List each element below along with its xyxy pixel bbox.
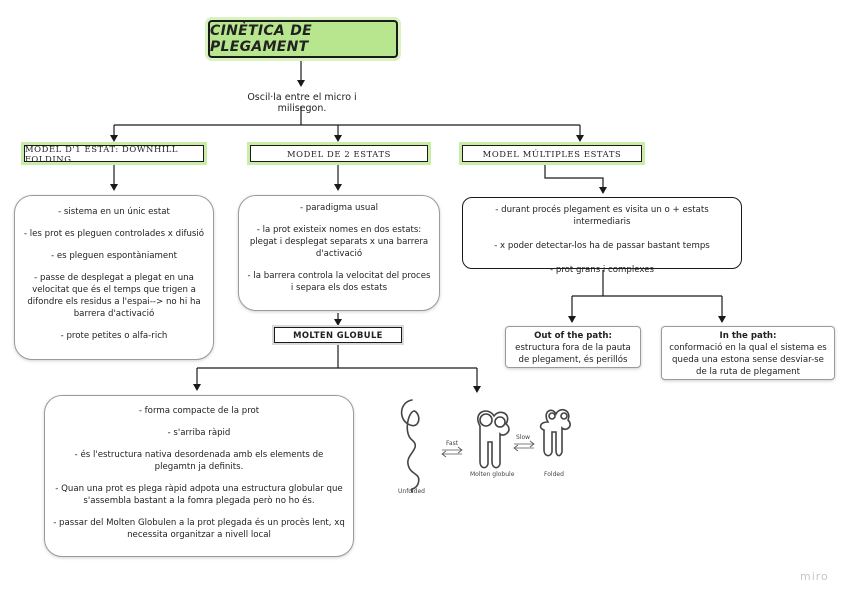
molten-globule-point: - Quan una prot es plega ràpid adpota un… <box>55 484 343 506</box>
out-of-path-text: estructura fora de la pauta de plegament… <box>515 343 631 365</box>
model-2-point: - la prot existeix nomes en dos estats: … <box>249 225 429 259</box>
model-2-card: - paradigma usual - la prot existeix nom… <box>238 195 440 311</box>
model-2-point: - la barrera controla la velocitat del p… <box>247 271 431 293</box>
molten-globule-label: Molten globule <box>470 471 515 478</box>
model-3-card: - durant procés plegament es visita un o… <box>462 197 742 275</box>
model-1-point: - prote petites o alfa-rich <box>60 331 168 341</box>
molten-globule-card: - forma compacte de la prot - s'arriba r… <box>44 395 354 557</box>
page-title: CINÈTICA DE PLEGAMENT <box>208 20 398 58</box>
model-1-point: - es pleguen espontàniament <box>51 251 177 261</box>
out-of-path-heading: Out of the path: <box>534 331 612 341</box>
model-2-title: MODEL DE 2 ESTATS <box>250 145 428 162</box>
model-3-point: - durant procés plegament es visita un o… <box>495 205 709 227</box>
model-1-point: - les prot es pleguen controlades x difu… <box>23 229 205 239</box>
in-path-heading: In the path: <box>719 331 777 341</box>
unfolded-chain <box>400 399 420 493</box>
model-3-title: MODEL MÚLTIPLES ESTATS <box>462 145 642 162</box>
molten-globule-point: - és l'estructura nativa desordenada amb… <box>74 450 324 472</box>
model-1-title: MODEL D'1 ESTAT: DOWNHILL FOLDING <box>24 144 204 164</box>
folded-label: Folded <box>544 471 564 478</box>
folded-shape <box>539 408 571 457</box>
in-path-box: In the path: conformació en la qual el s… <box>661 326 835 380</box>
model-3-point: - prot grans i complexes <box>550 265 654 275</box>
in-path-text: conformació en la qual el sistema es que… <box>669 343 827 377</box>
model-1-point: - passe de desplegat a plegat en una vel… <box>27 273 201 319</box>
model-1-point: - sistema en un únic estat <box>58 207 170 217</box>
folding-figure <box>400 399 571 493</box>
miro-watermark: miro <box>800 570 829 583</box>
slow-label: Slow <box>516 434 531 441</box>
molten-globule-shape <box>477 410 510 469</box>
molten-globule-point: - s'arriba ràpid <box>167 428 231 438</box>
model-3-point: - x poder detectar-los ha de passar bast… <box>494 241 710 251</box>
out-of-path-box: Out of the path: estructura fora de la p… <box>505 326 641 368</box>
fast-label: Fast <box>446 440 459 447</box>
molten-globule-point: - forma compacte de la prot <box>138 406 260 416</box>
model-2-point: - paradigma usual <box>299 203 379 213</box>
unfolded-label: Unfolded <box>398 488 425 495</box>
molten-globule-title: MOLTEN GLOBULE <box>274 327 402 343</box>
molten-globule-point: - passar del Molten Globulen a la prot p… <box>53 518 345 540</box>
model-1-card: - sistema en un únic estat - les prot es… <box>14 195 214 360</box>
subtitle: Oscil·la entre el micro i milisegon. <box>247 92 357 114</box>
